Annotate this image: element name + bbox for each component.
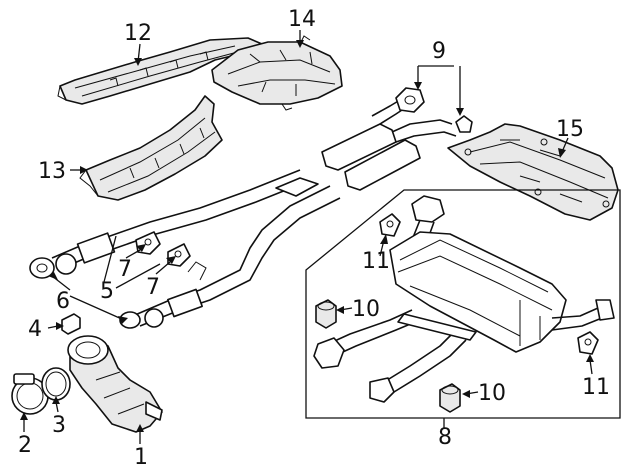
gasket-ring-3[interactable] bbox=[41, 367, 71, 401]
callout-5: 5 bbox=[100, 279, 114, 304]
front-pipe-assembly[interactable] bbox=[29, 99, 457, 329]
callout-3: 3 bbox=[52, 413, 66, 438]
catalytic-converter-1[interactable] bbox=[67, 335, 163, 433]
callout-labels: 12 14 13 9 15 11 11 10 10 8 7 7 5 6 4 2 … bbox=[18, 7, 610, 470]
muffler-assembly-8[interactable] bbox=[313, 195, 615, 403]
callout-13: 13 bbox=[38, 159, 66, 184]
heat-shield-15[interactable] bbox=[447, 123, 619, 221]
callout-15: 15 bbox=[556, 117, 584, 142]
isolator-10-upper[interactable] bbox=[315, 299, 337, 329]
callout-7-left: 7 bbox=[118, 257, 132, 282]
callout-10-lower: 10 bbox=[478, 381, 506, 406]
heat-shield-12[interactable] bbox=[57, 37, 263, 105]
callout-2: 2 bbox=[18, 433, 32, 458]
bracket-4[interactable] bbox=[61, 313, 81, 335]
isolator-10-lower[interactable] bbox=[439, 383, 461, 413]
resonator-lower bbox=[344, 139, 421, 191]
callout-1: 1 bbox=[134, 445, 148, 470]
clamp-11-lower[interactable] bbox=[577, 331, 599, 355]
leader-lines bbox=[20, 30, 594, 444]
callout-11-lower: 11 bbox=[582, 375, 610, 400]
callout-7-right: 7 bbox=[146, 275, 160, 300]
clamp-2[interactable] bbox=[11, 373, 49, 415]
clamp-11-upper[interactable] bbox=[379, 213, 401, 237]
heat-shield-13[interactable] bbox=[79, 95, 223, 201]
callout-8: 8 bbox=[438, 425, 452, 450]
callout-14: 14 bbox=[288, 7, 316, 32]
callout-10-upper: 10 bbox=[352, 297, 380, 322]
callout-6: 6 bbox=[56, 289, 70, 314]
callout-9: 9 bbox=[432, 39, 446, 64]
muffler-assembly-box bbox=[305, 189, 621, 419]
callout-11-upper: 11 bbox=[362, 249, 390, 274]
callout-12: 12 bbox=[124, 21, 152, 46]
gasket-9-right[interactable] bbox=[455, 115, 473, 133]
callout-4: 4 bbox=[28, 317, 42, 342]
gasket-9-left[interactable] bbox=[395, 87, 425, 113]
front-flange bbox=[29, 253, 77, 279]
